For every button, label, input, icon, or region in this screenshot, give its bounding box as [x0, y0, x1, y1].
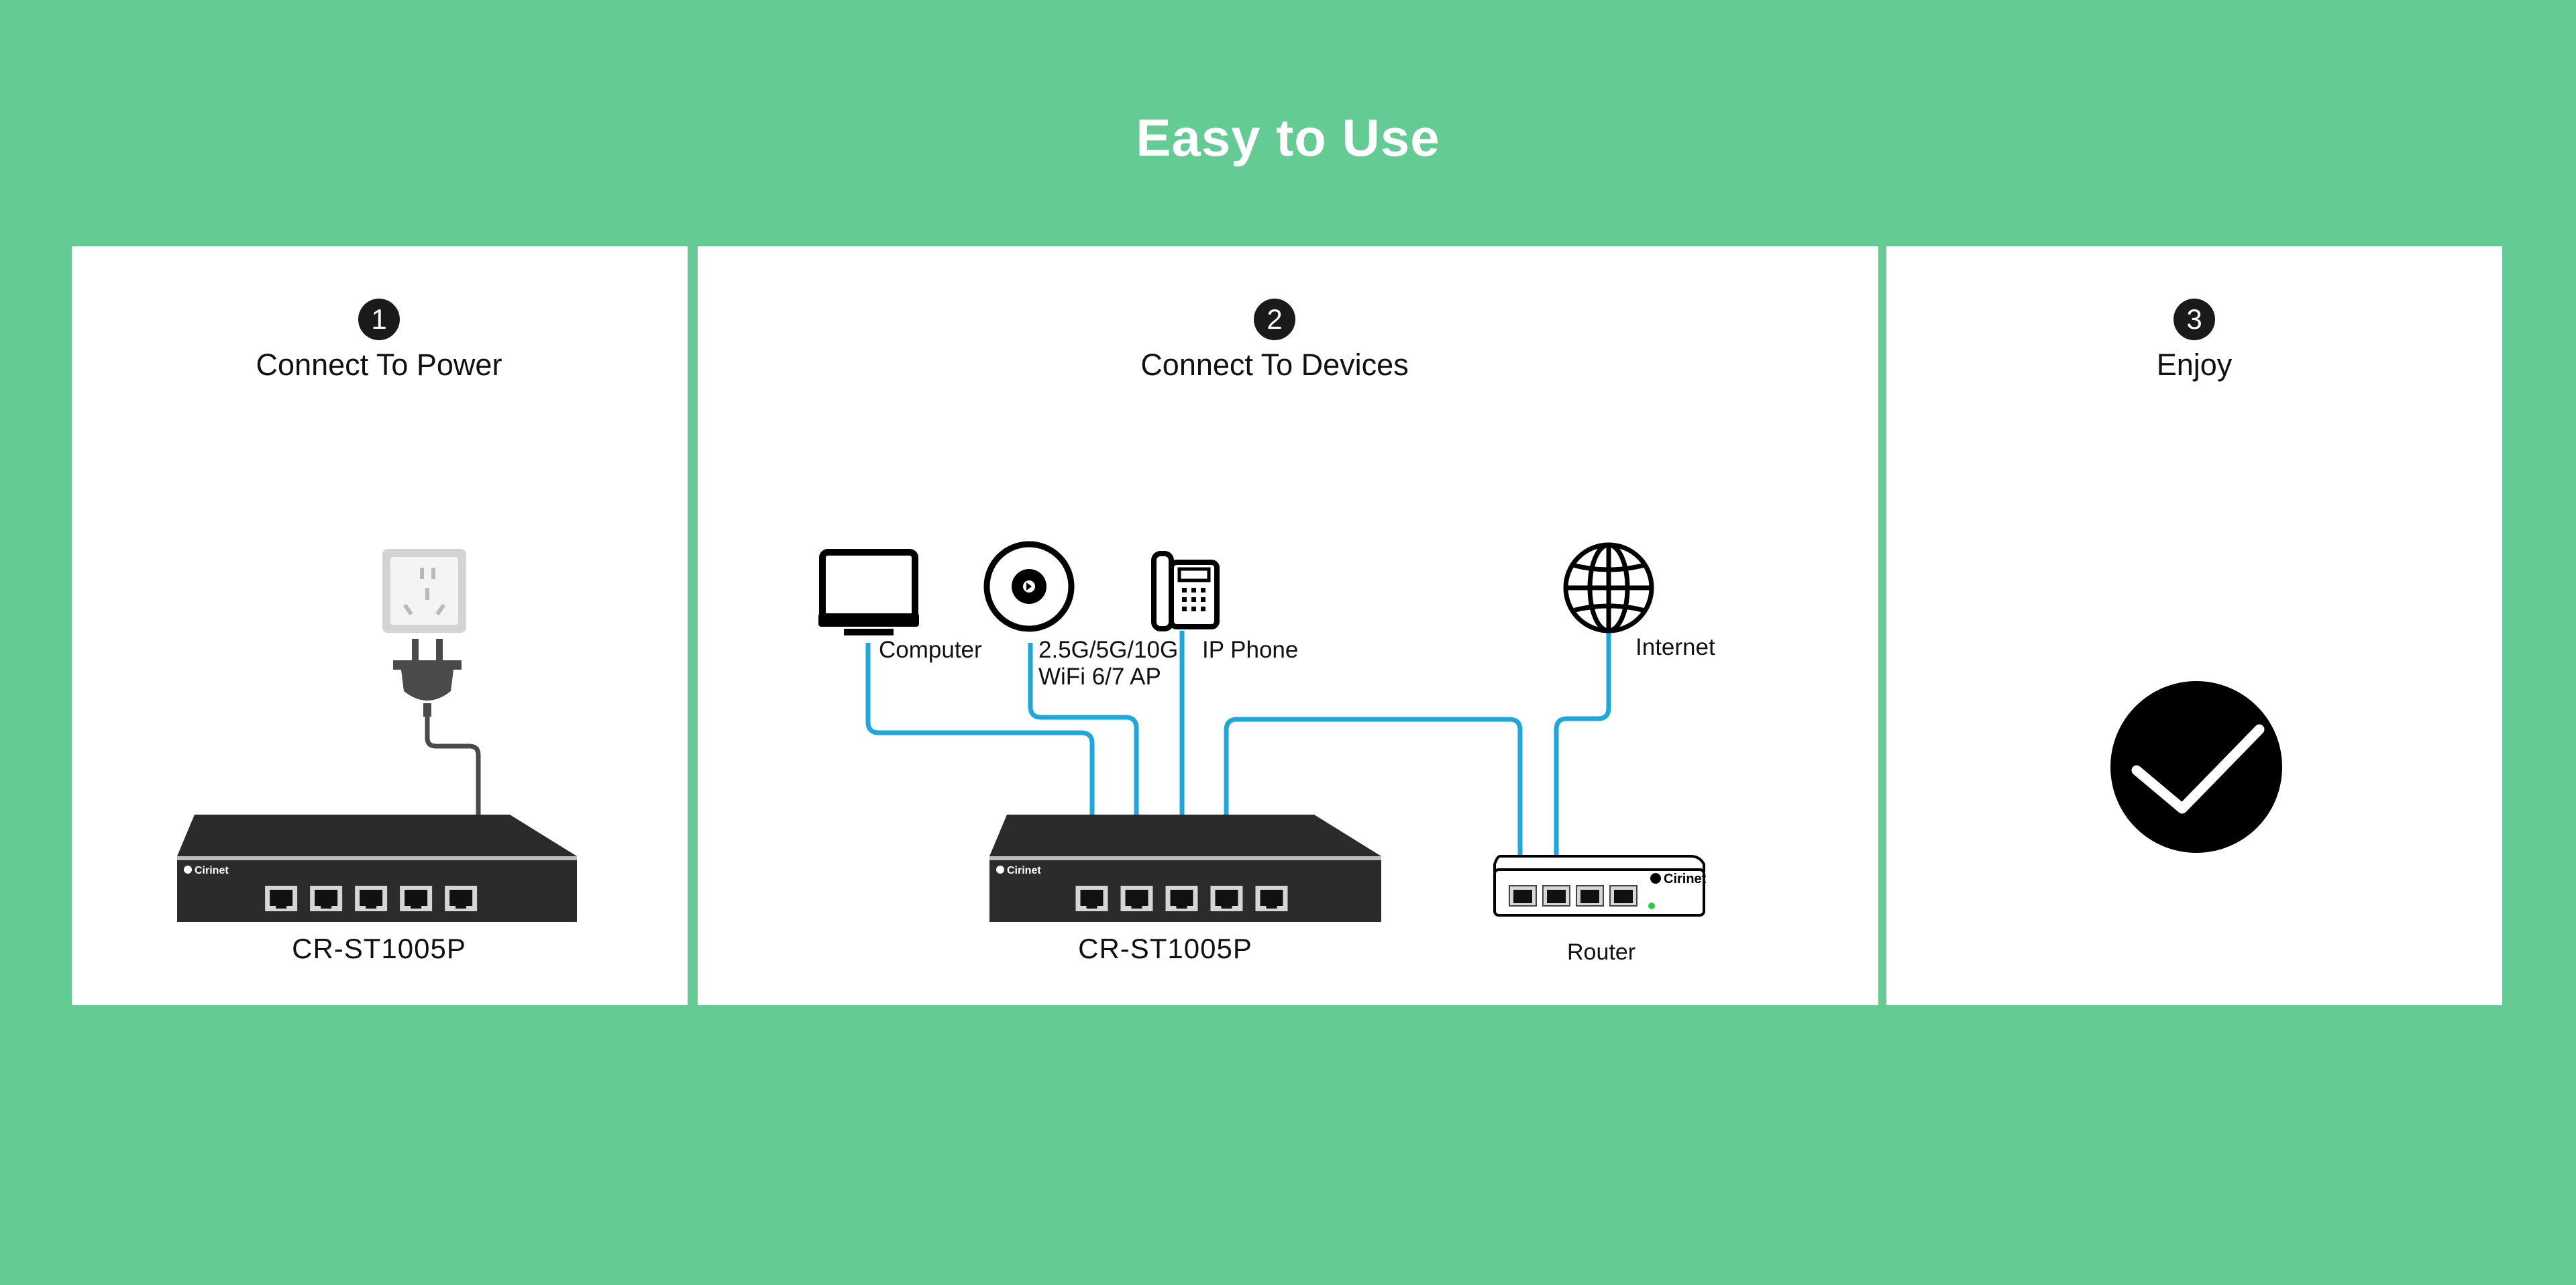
router-device: Cirinet — [1493, 855, 1707, 917]
ethernet-port — [400, 886, 433, 911]
router-ports — [1509, 885, 1638, 907]
switch-model-label: CR-ST1005P — [292, 933, 466, 964]
status-led — [1648, 903, 1655, 909]
power-outlet-icon — [382, 549, 466, 633]
step-number-badge: 3 — [2174, 299, 2215, 340]
switch-device: Cirinet — [177, 815, 577, 922]
brand-logo-icon — [1650, 873, 1661, 884]
ip-phone-label: IP Phone — [1202, 637, 1299, 663]
ethernet-port — [1165, 886, 1198, 911]
ip-phone-icon — [1151, 551, 1220, 631]
wifi-ap-icon — [983, 541, 1075, 632]
switch-brand: Cirinet — [195, 865, 229, 876]
step-title: Connect To Power — [256, 348, 502, 382]
computer-icon — [818, 549, 919, 635]
switch-brand: Cirinet — [1007, 865, 1041, 876]
internet-label: Internet — [1635, 634, 1715, 660]
ethernet-port — [1120, 886, 1153, 911]
step-panel-enjoy — [1886, 246, 2502, 1005]
step-number-badge: 1 — [358, 299, 400, 340]
router-label: Router — [1567, 939, 1636, 965]
step-title: Connect To Devices — [1140, 348, 1409, 382]
switch-device: Cirinet — [989, 815, 1381, 922]
ethernet-port — [355, 886, 388, 911]
page-title: Easy to Use — [1136, 108, 1440, 167]
ethernet-port — [1255, 886, 1288, 911]
computer-label: Computer — [879, 637, 982, 663]
router-brand: Cirinet — [1664, 872, 1707, 886]
power-plug-icon — [393, 639, 481, 815]
ap-label-line1: 2.5G/5G/10G — [1038, 637, 1179, 663]
step-number-badge: 2 — [1254, 299, 1295, 340]
ethernet-port — [1210, 886, 1243, 911]
switch-model-label: CR-ST1005P — [1078, 933, 1252, 964]
ethernet-port — [310, 886, 343, 911]
step-title: Enjoy — [2156, 348, 2233, 382]
ethernet-port — [265, 886, 298, 911]
globe-icon — [1563, 542, 1654, 633]
brand-logo-icon — [996, 866, 1004, 874]
brand-logo-icon — [184, 866, 192, 874]
ethernet-port — [1075, 886, 1108, 911]
ap-label-line2: WiFi 6/7 AP — [1038, 664, 1161, 690]
ethernet-port — [445, 886, 478, 911]
checkmark-icon — [2110, 681, 2282, 853]
